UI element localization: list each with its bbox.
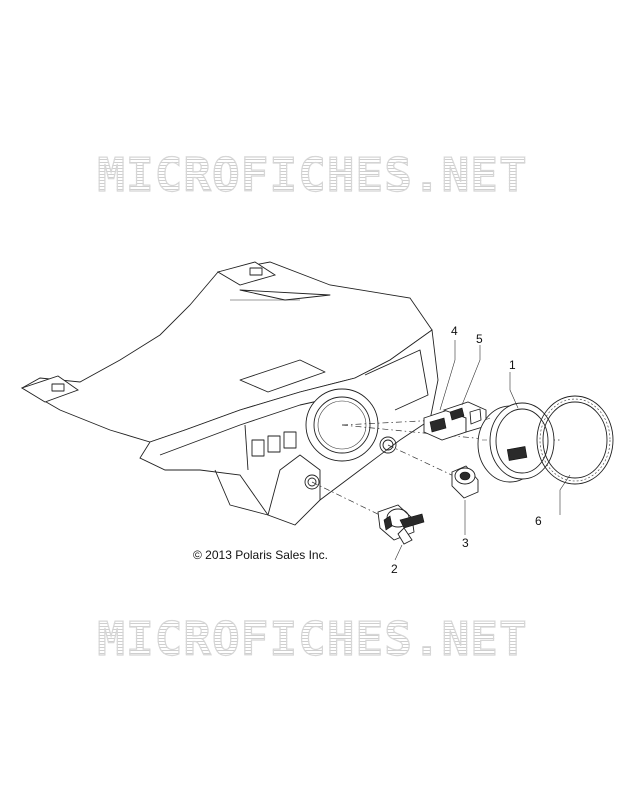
ignition-key-switch — [377, 504, 425, 545]
gauge-bezel-ring — [536, 395, 614, 485]
callout-2: 2 — [391, 562, 398, 576]
speedometer-gauge — [477, 402, 555, 483]
callout-6: 6 — [535, 514, 542, 528]
callout-5: 5 — [476, 332, 483, 346]
watermark-top: MICROFICHES.NET — [0, 147, 625, 202]
rocker-switch-pair — [423, 401, 487, 441]
callout-4: 4 — [451, 324, 458, 338]
copyright-notice: © 2013 Polaris Sales Inc. — [193, 548, 328, 562]
callout-3: 3 — [462, 536, 469, 550]
accessory-plug — [451, 465, 479, 499]
watermark-bottom: MICROFICHES.NET — [0, 611, 625, 666]
dashboard-panel — [20, 261, 439, 526]
callout-1: 1 — [509, 358, 516, 372]
